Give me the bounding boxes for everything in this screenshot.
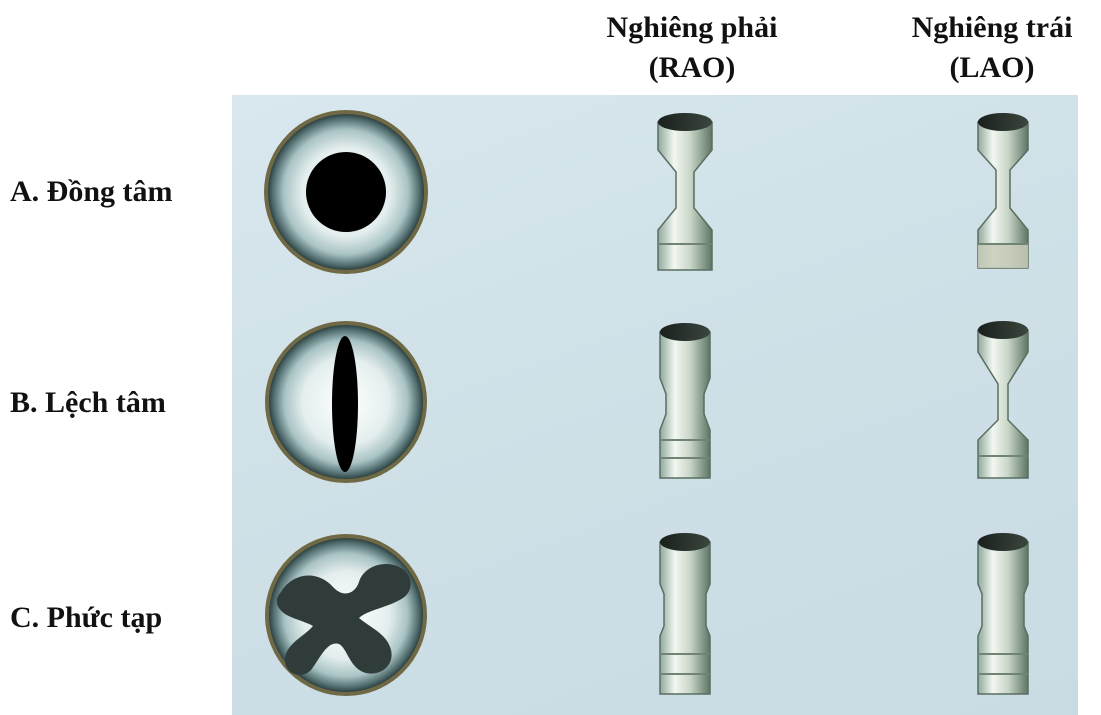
row-label-concentric: A. Đồng tâm xyxy=(10,172,225,212)
row-label-eccentric: B. Lệch tâm xyxy=(10,383,225,423)
vessel-profile-complex-rao xyxy=(652,528,718,702)
row-label-complex: C. Phức tạp xyxy=(10,598,225,638)
vessel-profile-concentric-lao xyxy=(968,108,1038,278)
column-header-rao: Nghiêng phải (RAO) xyxy=(572,8,812,88)
column-header-lao-abbrev: (LAO) xyxy=(872,48,1101,88)
lumen-concentric xyxy=(306,152,386,232)
column-header-rao-abbrev: (RAO) xyxy=(572,48,812,88)
lumen-eccentric xyxy=(332,336,358,472)
cross-section-eccentric xyxy=(263,319,429,485)
vessel-profile-complex-lao xyxy=(970,528,1036,702)
cross-section-concentric xyxy=(262,108,430,276)
column-header-lao-title: Nghiêng trái xyxy=(872,8,1101,48)
vessel-profile-eccentric-rao xyxy=(652,318,718,488)
vessel-profile-eccentric-lao xyxy=(968,316,1038,488)
column-header-lao: Nghiêng trái (LAO) xyxy=(872,8,1101,88)
cross-section-complex xyxy=(263,532,429,698)
vessel-profile-concentric-rao xyxy=(650,108,720,278)
column-header-rao-title: Nghiêng phải xyxy=(572,8,812,48)
